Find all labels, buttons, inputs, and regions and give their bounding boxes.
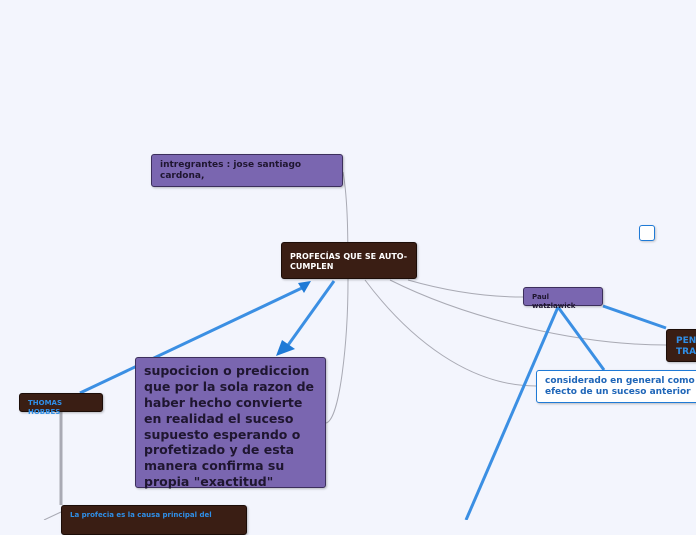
empty-topic-box[interactable] xyxy=(639,225,655,241)
topic-integrantes[interactable]: intregrantes : jose santiago cardona, xyxy=(151,154,343,187)
link-paul-pen xyxy=(602,304,667,330)
link-profecia-left xyxy=(43,511,62,520)
topic-paul-watzlawick[interactable]: Paul watzlawick xyxy=(523,287,603,310)
topic-considerado[interactable]: considerado en general como efecto de un… xyxy=(536,370,696,403)
link-central-paul xyxy=(407,279,524,298)
topic-pen-tra[interactable]: PEN TRA xyxy=(666,329,696,362)
link-paul-down xyxy=(464,306,560,520)
arrowhead-suposicion xyxy=(276,340,295,356)
arrow-suposicion-central xyxy=(284,280,336,349)
topic-thomas-hobbes[interactable]: THOMAS HOBBES xyxy=(19,393,103,416)
topic-profecia-causa[interactable]: La profecia es la causa principal del xyxy=(61,505,247,535)
link-paul-considerado xyxy=(556,306,606,371)
central-topic[interactable]: PROFECÍAS QUE SE AUTO-CUMPLEN xyxy=(281,242,417,279)
topic-suposicion[interactable]: supocicion o prediccion que por la sola … xyxy=(135,357,326,489)
arrowhead-hobbes xyxy=(298,281,311,293)
link-central-considerado xyxy=(364,279,537,387)
mind-map-canvas: intregrantes : jose santiago cardona, PR… xyxy=(19,154,696,535)
connector-layer xyxy=(43,171,667,520)
arrow-hobbes-central xyxy=(79,285,305,395)
link-central-pen xyxy=(389,279,667,346)
link-central-suposicion xyxy=(325,279,349,424)
